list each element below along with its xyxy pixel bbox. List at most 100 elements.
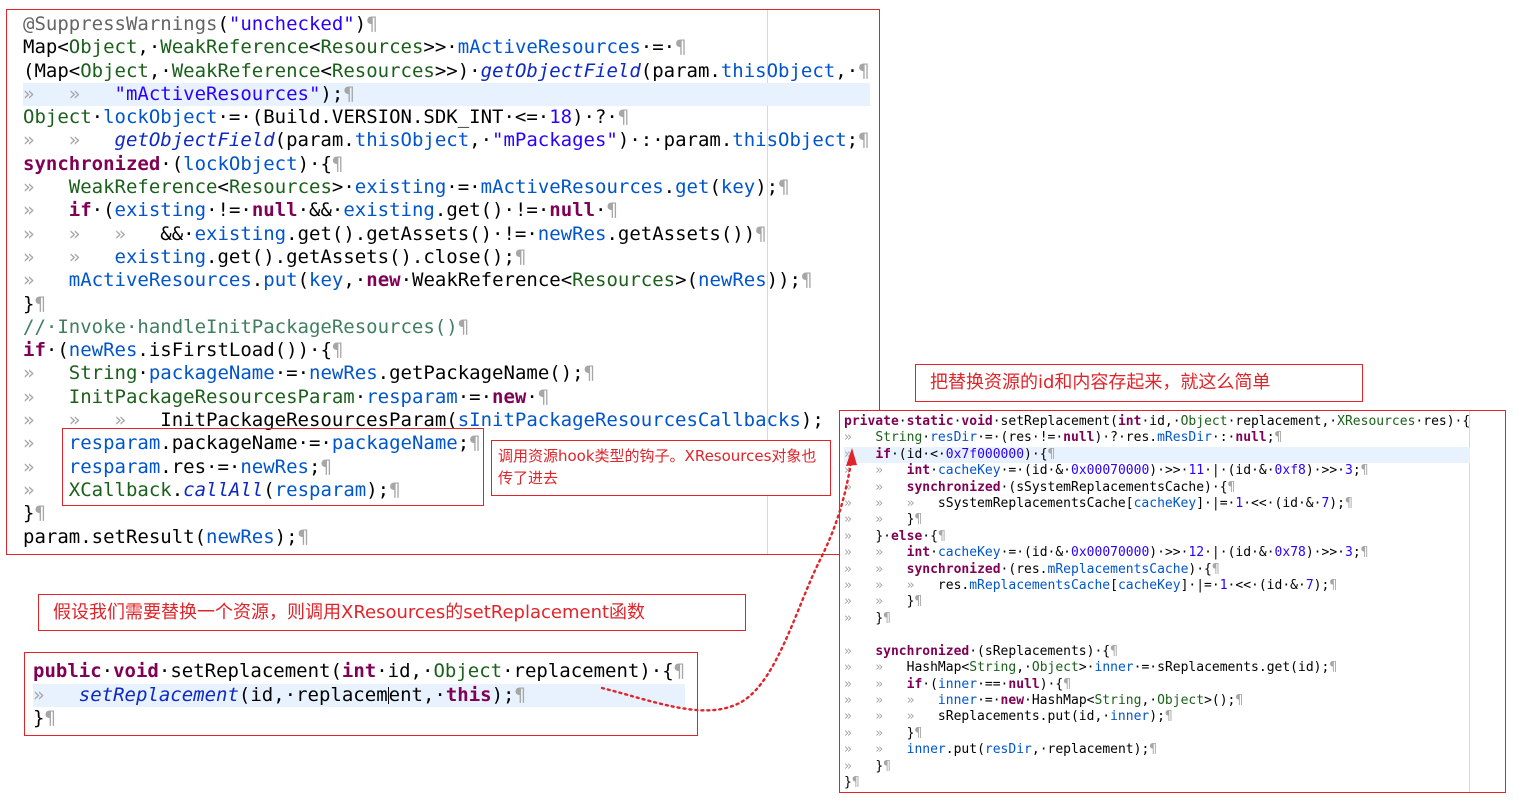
code-line[interactable]: » }·else·{¶ — [844, 529, 1470, 545]
code-line[interactable]: » » » sReplacements.put(id,·inner);¶ — [844, 709, 1470, 725]
code-line[interactable]: » resparam.res·=·newRes;¶ — [23, 456, 870, 479]
code-line[interactable]: » }¶ — [844, 611, 1470, 627]
code-line[interactable]: }¶ — [23, 293, 870, 316]
code-token: ); — [1329, 496, 1345, 512]
code-token: Object — [1157, 692, 1205, 708]
code-token: InitPackageResourcesParam( — [160, 409, 458, 432]
code-line[interactable]: Object·lockObject·=·(Build.VERSION.SDK_I… — [23, 106, 870, 129]
code-token: put — [263, 269, 298, 292]
code-token: )·>>· — [1305, 463, 1345, 479]
code-token: 0x00070000 — [1071, 463, 1150, 479]
code-token: int — [906, 545, 931, 561]
code-token: · — [595, 199, 607, 222]
code-line[interactable]: (Map<Object,·WeakReference<Resources>>)·… — [23, 60, 870, 83]
code-line[interactable]: @SuppressWarnings("unchecked")¶ — [23, 13, 870, 36]
code-token: » — [844, 643, 876, 659]
code-line[interactable]: » » if·(inner·==·null)·{¶ — [844, 677, 1470, 693]
code-token: void — [961, 414, 993, 429]
code-line[interactable]: param.setResult(newRes);¶ — [23, 526, 870, 549]
code-line[interactable]: » String·resDir·=·(res·!=·null)·?·res.mR… — [844, 430, 1470, 446]
code-line[interactable]: » resparam.packageName·=·packageName;¶ — [23, 432, 870, 455]
code-line[interactable]: » » » res.mReplacementsCache[cacheKey]·|… — [844, 578, 1470, 594]
code-token: . — [663, 176, 676, 199]
code-line[interactable]: }¶ — [23, 502, 870, 525]
code-line[interactable]: » » int·cacheKey·=·(id·&·0x00070000)·>>·… — [844, 463, 1470, 479]
code-token: · — [898, 414, 907, 429]
code-line[interactable]: » synchronized·(sReplacements)·{¶ — [844, 644, 1470, 660]
main-code-editor[interactable]: @SuppressWarnings("unchecked")¶Map<Objec… — [23, 13, 870, 549]
code-token: ¶ — [914, 512, 923, 528]
code-line[interactable]: » » » &&·existing.get().getAssets()·!=·n… — [23, 223, 870, 246]
code-token: 1 — [1219, 578, 1228, 594]
set-replacement-code[interactable]: public·void·setReplacement(int·id,·Objec… — [33, 660, 686, 731]
code-token: public — [33, 660, 102, 682]
code-line[interactable]: » » » InitPackageResourcesParam(sInitPac… — [23, 409, 870, 432]
code-line[interactable]: » » }¶ — [844, 594, 1470, 610]
code-line[interactable]: public·void·setReplacement(int·id,·Objec… — [33, 660, 685, 684]
code-token: ¶ — [457, 315, 470, 338]
code-line[interactable]: » » "mActiveResources");¶ — [23, 82, 870, 107]
code-line[interactable]: if·(newRes.isFirstLoad())·{¶ — [23, 339, 870, 362]
code-token: » — [23, 199, 69, 222]
code-line[interactable] — [844, 627, 1470, 643]
code-token: callAll — [183, 478, 264, 501]
code-token: ·=· — [977, 692, 1001, 708]
code-token: » — [23, 455, 69, 478]
code-token: [ — [1110, 578, 1118, 594]
code-line[interactable]: }¶ — [33, 707, 685, 731]
code-token: ,· — [343, 269, 367, 292]
code-token: · — [137, 362, 149, 385]
code-token: ; — [1266, 430, 1275, 446]
code-token: » » — [844, 676, 907, 692]
code-line[interactable]: synchronized·(lockObject)·{¶ — [23, 153, 870, 176]
code-line[interactable]: » XCallback.callAll(resparam);¶ — [23, 479, 870, 502]
code-token: .get().getAssets()·!=· — [286, 222, 538, 245]
code-line[interactable]: //·Invoke·handleInitPackageResources()¶ — [23, 316, 870, 339]
code-token: setReplacement( — [170, 660, 342, 682]
code-token: String — [68, 362, 138, 385]
code-token: 18 — [549, 106, 573, 129]
code-token: » — [844, 446, 876, 462]
code-line[interactable]: » String·packageName·=·newRes.getPackage… — [23, 362, 870, 385]
code-line[interactable]: » » inner.put(resDir,·replacement);¶ — [844, 742, 1470, 758]
code-line[interactable]: }¶ — [844, 775, 1470, 791]
code-token: )·:·param. — [617, 129, 733, 152]
set-replacement-panel: public·void·setReplacement(int·id,·Objec… — [24, 652, 698, 736]
code-token: String — [969, 660, 1017, 676]
code-token: ); — [320, 82, 344, 105]
code-token: ¶ — [514, 683, 526, 706]
code-line[interactable]: » setReplacement(id,·replacement,·this);… — [33, 683, 686, 707]
code-line[interactable]: » » HashMap<String,·Object>·inner·=·sRep… — [844, 660, 1470, 676]
code-token: "unchecked" — [228, 13, 355, 35]
code-token: ·=·(id·&· — [1000, 545, 1072, 561]
code-token: new — [1000, 692, 1025, 708]
code-line[interactable]: » InitPackageResourcesParam·resparam·=·n… — [23, 386, 870, 409]
code-line[interactable]: » if·(id·<·0x7f000000)·{¶ — [844, 446, 1471, 464]
code-line[interactable]: Map<Object,·WeakReference<Resources>>·mA… — [23, 36, 870, 59]
code-line[interactable]: » if·(existing·!=·null·&&·existing.get()… — [23, 199, 870, 222]
code-line[interactable]: » » synchronized·(sSystemReplacementsCac… — [844, 480, 1470, 496]
code-token: newRes — [309, 362, 378, 385]
code-token: XResources — [1337, 414, 1416, 429]
code-line[interactable]: private·static·void·setReplacement(int·i… — [844, 414, 1470, 430]
code-line[interactable]: » » }¶ — [844, 512, 1470, 528]
code-token: new — [492, 385, 527, 408]
store-note-text: 把替换资源的id和内容存起来，就这么简单 — [930, 372, 1271, 393]
code-line[interactable]: » » » inner·=·new·HashMap<String,·Object… — [844, 693, 1470, 709]
code-line[interactable]: » » synchronized·(res.mReplacementsCache… — [844, 562, 1470, 578]
code-line[interactable]: » WeakReference<Resources>·existing·=·mA… — [23, 176, 870, 199]
code-line[interactable]: » » getObjectField(param.thisObject,·"mP… — [23, 129, 870, 152]
code-token: ¶ — [537, 385, 550, 408]
code-token: int — [341, 660, 377, 682]
code-token: res. — [937, 578, 970, 594]
code-line[interactable]: » }¶ — [844, 759, 1470, 775]
code-token: } — [875, 758, 884, 774]
code-token: » » — [844, 742, 907, 758]
code-token: ¶ — [778, 176, 790, 199]
code-line[interactable]: » » existing.get().getAssets().close();¶ — [23, 246, 870, 269]
code-line[interactable]: » » » sSystemReplacementsCache[cacheKey]… — [844, 496, 1470, 512]
code-line[interactable]: » » int·cacheKey·=·(id·&·0x00070000)·>>·… — [844, 545, 1470, 561]
code-line[interactable]: » mActiveResources.put(key,·new·WeakRefe… — [23, 269, 870, 292]
code-line[interactable]: » » }¶ — [844, 726, 1470, 742]
right-code-editor[interactable]: private·static·void·setReplacement(int·i… — [844, 414, 1471, 791]
